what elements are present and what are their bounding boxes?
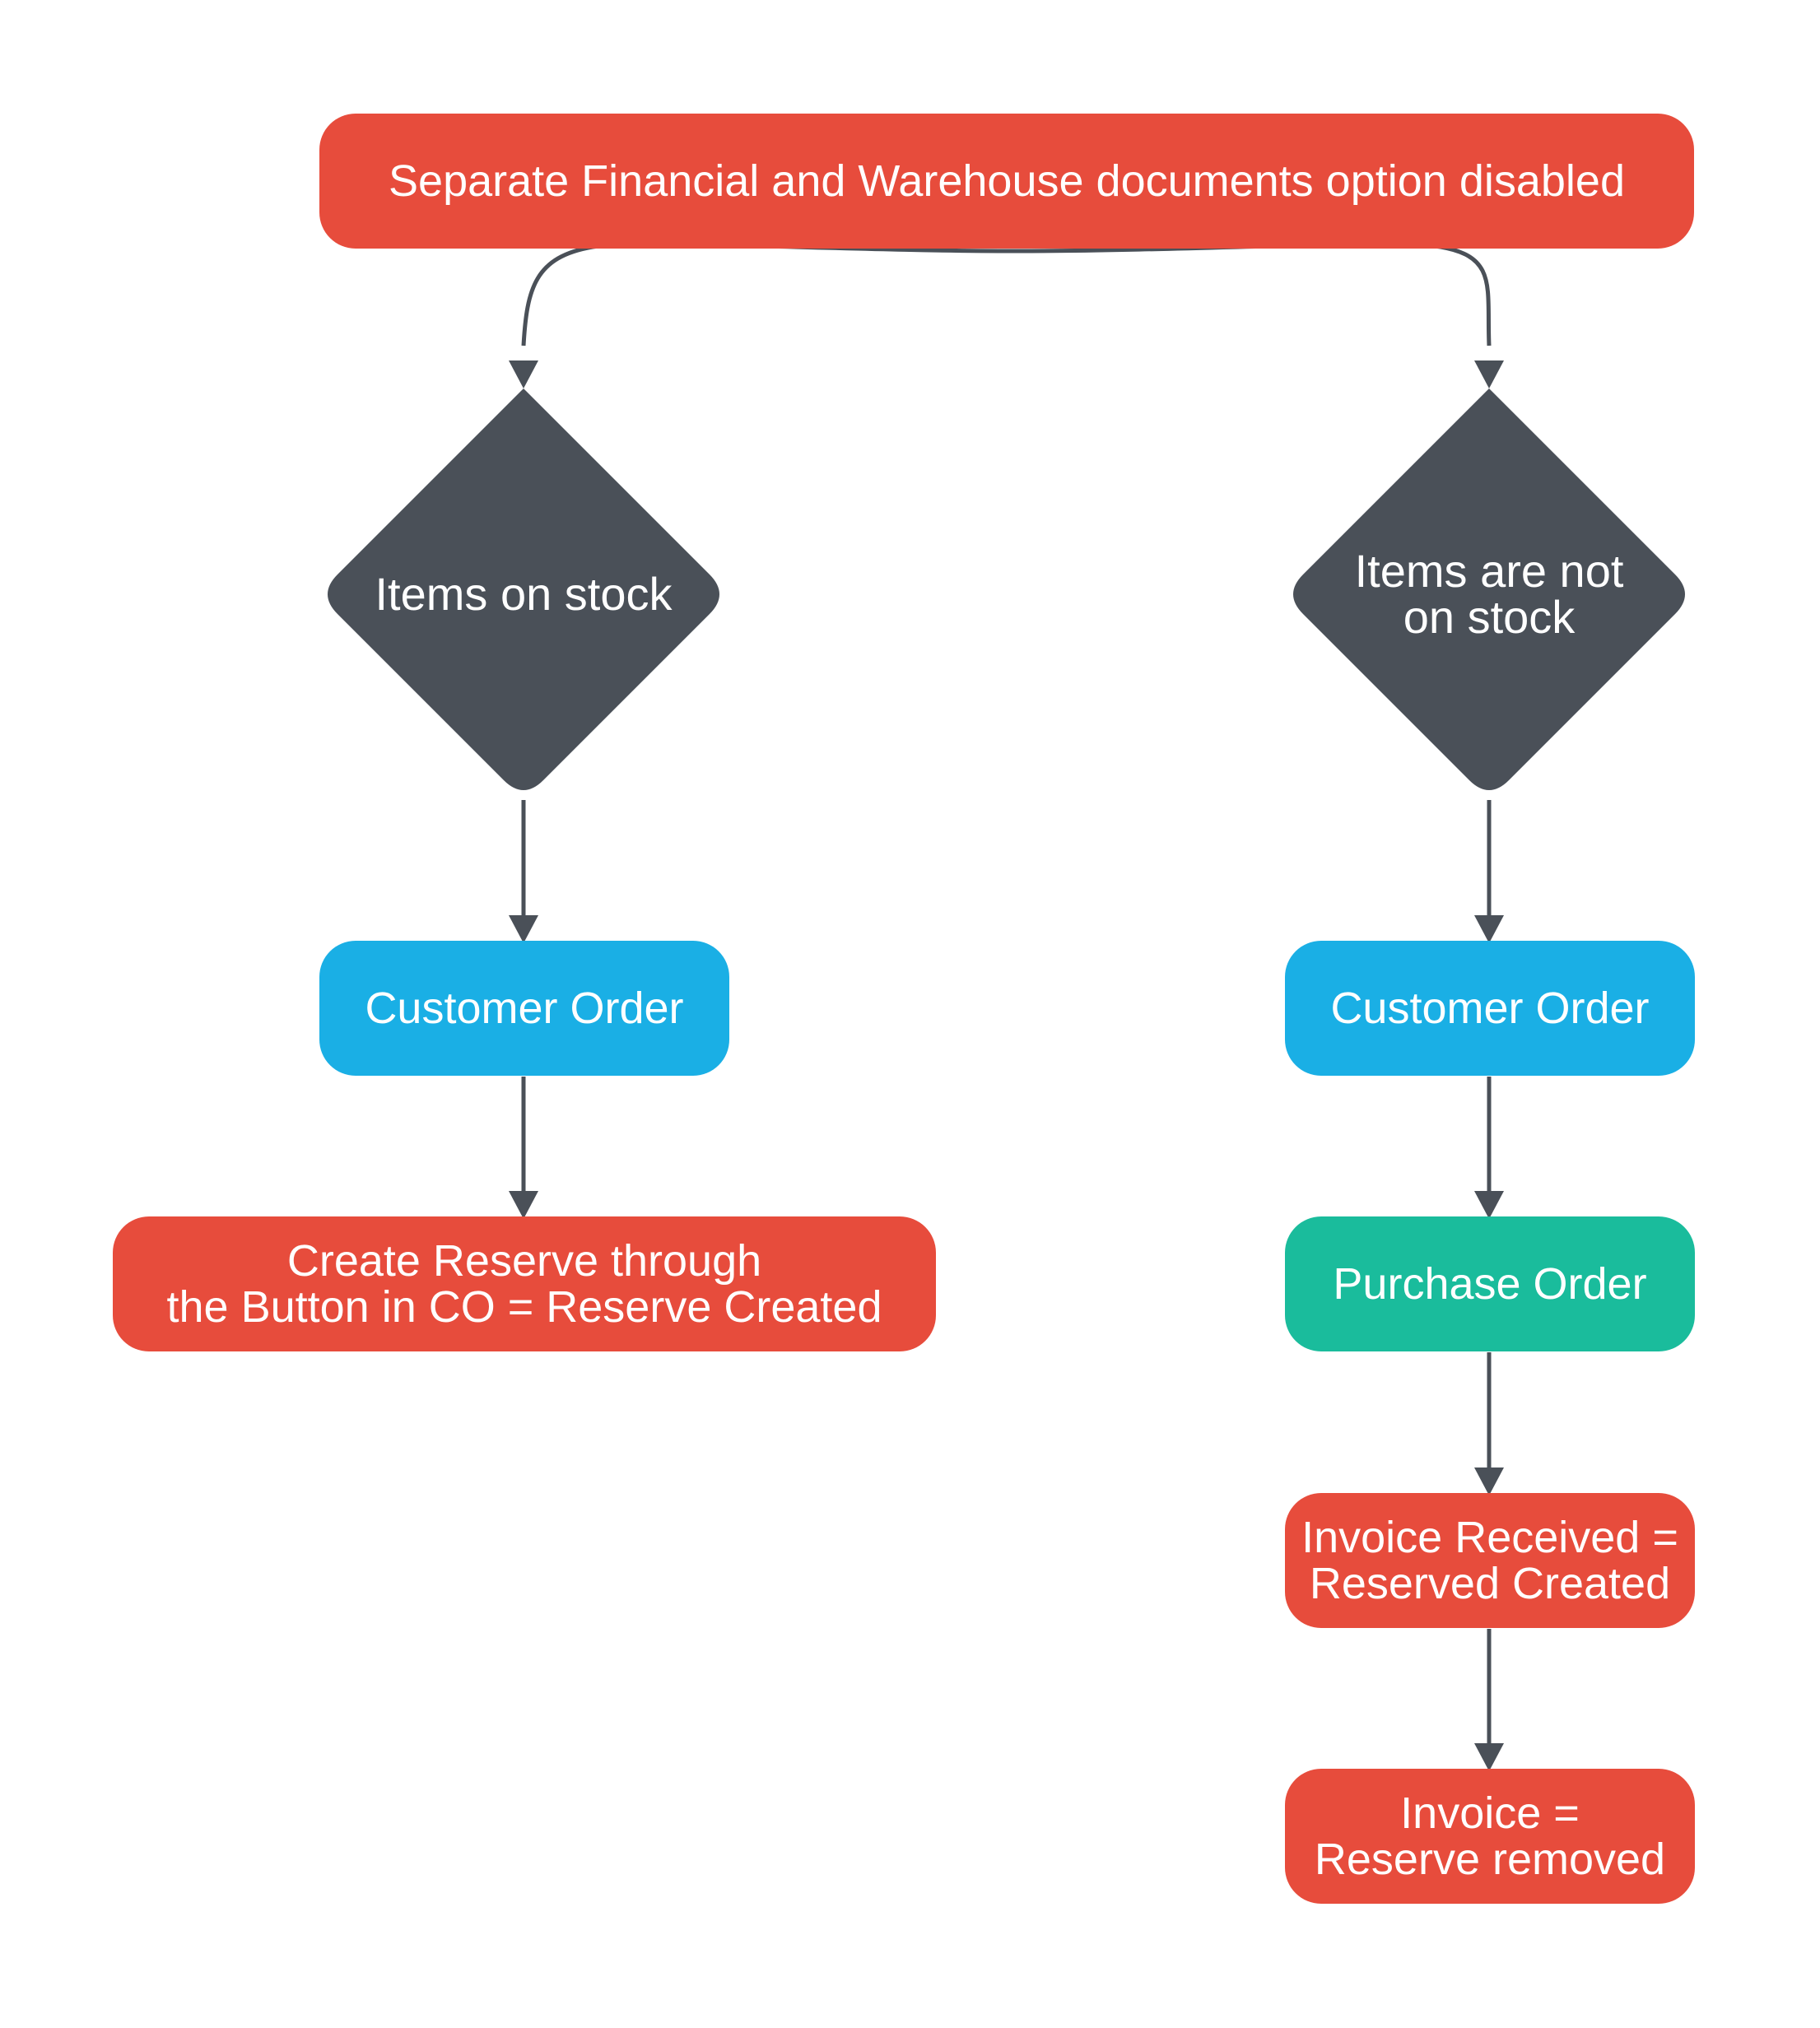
arrow-to-reserve <box>509 1191 538 1219</box>
top-node-separate-documents-disabled: Separate Financial and Warehouse documen… <box>319 114 1694 249</box>
arrow-to-right-customer-order <box>1474 915 1504 943</box>
arrow-to-items-not-on-stock <box>1474 360 1504 388</box>
edge-top-to-items-not-on-stock <box>1016 242 1492 347</box>
invoice-received-node: Invoice Received = Reserved Created <box>1285 1493 1695 1628</box>
arrow-to-invoice-received <box>1474 1468 1504 1495</box>
invoice-reserve-removed-node: Invoice = Reserve removed <box>1285 1769 1695 1904</box>
decision-label-items-on-stock: Items on stock <box>375 568 673 620</box>
arrow-to-invoice <box>1474 1743 1504 1771</box>
left-customer-order-node: Customer Order <box>319 941 729 1076</box>
arrow-to-purchase-order <box>1474 1191 1504 1219</box>
decision-diamond-items-on-stock <box>328 388 719 790</box>
arrow-to-items-on-stock <box>509 360 538 388</box>
reserve-created-node: Create Reserve through the Button in CO … <box>113 1216 936 1351</box>
edge-top-to-items-on-stock <box>521 242 1017 347</box>
decision-label-items-not-on-stock: Items are not on stock <box>1354 545 1624 643</box>
purchase-order-node: Purchase Order <box>1285 1216 1695 1351</box>
decision-diamond-items-not-on-stock <box>1293 388 1685 790</box>
arrow-to-left-customer-order <box>509 915 538 943</box>
right-customer-order-node: Customer Order <box>1285 941 1695 1076</box>
